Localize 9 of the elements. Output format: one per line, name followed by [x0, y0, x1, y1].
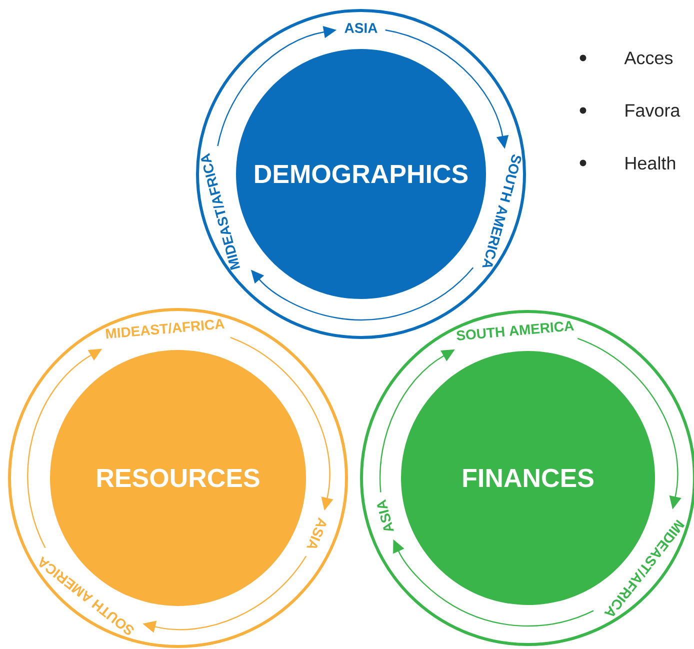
bullet-text: Health: [626, 156, 676, 170]
region-label: SOUTH AMERICA: [456, 320, 574, 340]
region-label: MIDEAST/AFRICA: [106, 319, 225, 339]
region-label: ASIA: [344, 23, 378, 33]
ring-circle: [8, 308, 348, 648]
bullet-text: Favora: [626, 104, 680, 117]
bullet-text: Acces: [624, 52, 673, 64]
region-label: ASIA: [306, 517, 326, 548]
region-label: ASIA: [377, 499, 394, 531]
